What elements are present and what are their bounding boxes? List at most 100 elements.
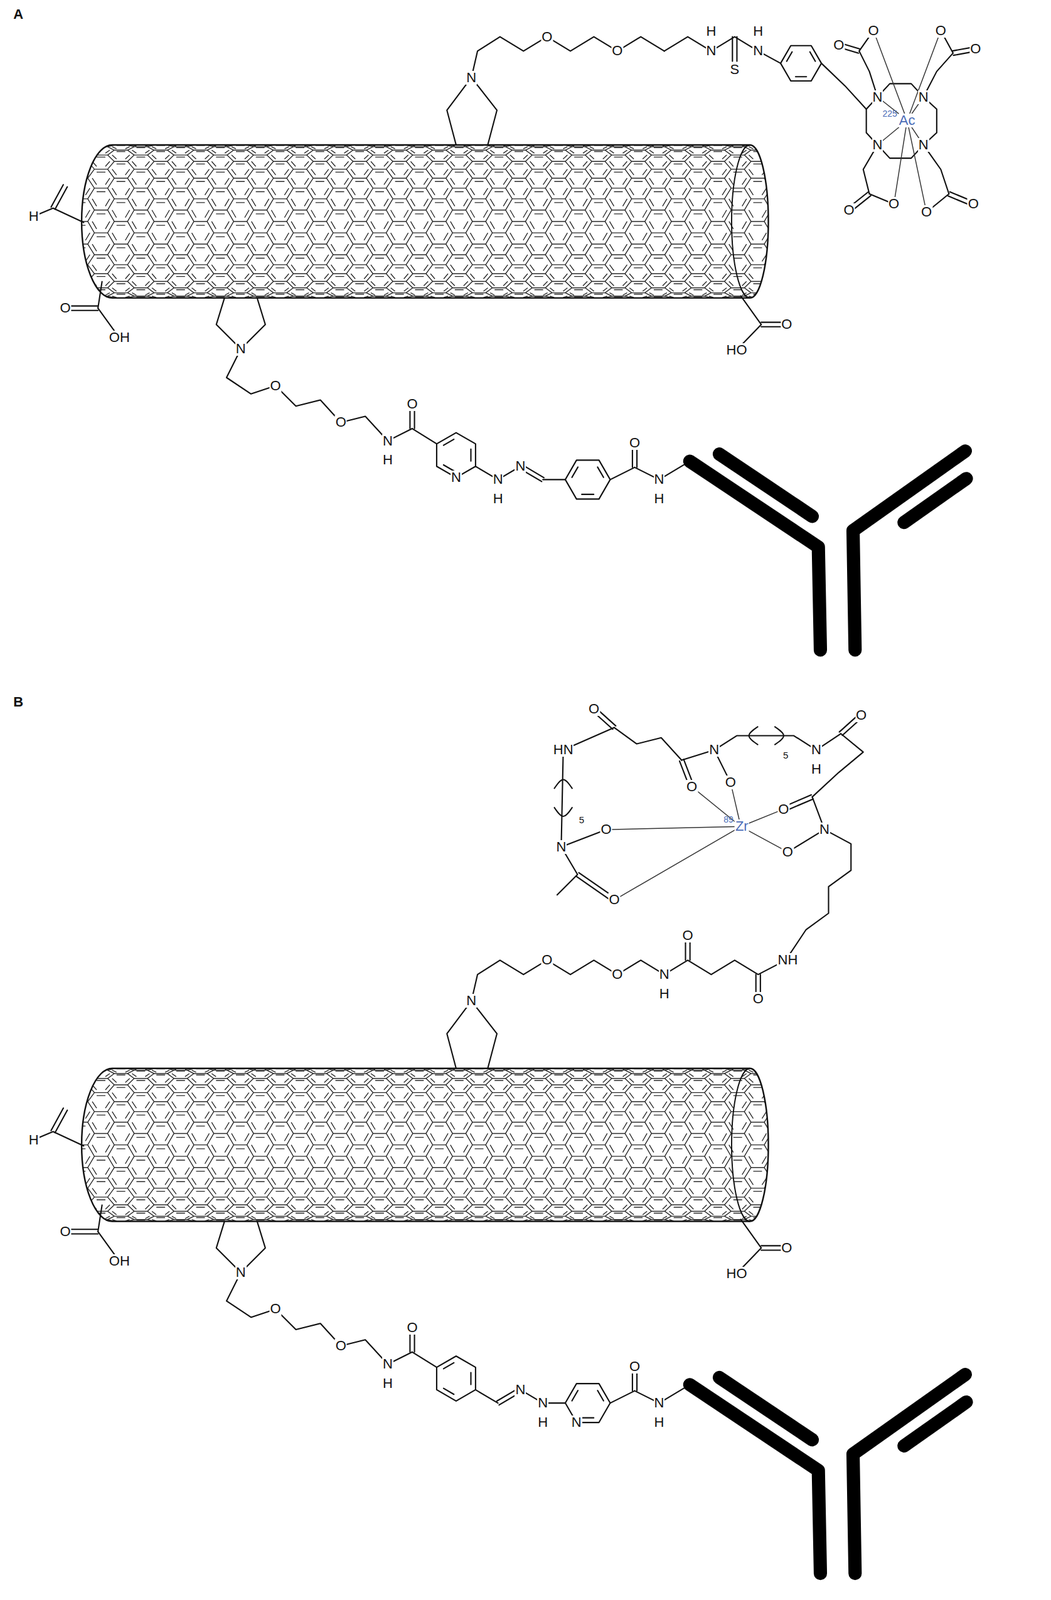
atom-label: OH bbox=[108, 330, 131, 345]
atom-label: O bbox=[587, 702, 600, 716]
bond-line bbox=[664, 960, 787, 975]
antibody-chain bbox=[689, 1384, 821, 1574]
coordination-bond bbox=[606, 826, 742, 830]
atom-label: N bbox=[653, 1396, 666, 1410]
atom-label: N bbox=[465, 70, 477, 85]
bond-line bbox=[795, 75, 807, 78]
atom-label: N bbox=[708, 742, 720, 757]
bond-line bbox=[216, 1221, 266, 1273]
bond-line bbox=[572, 466, 579, 477]
antibody-chain bbox=[904, 1401, 967, 1446]
bond-line bbox=[216, 298, 266, 349]
bond-line bbox=[226, 1272, 388, 1365]
metal-label: Ac bbox=[898, 113, 917, 128]
bond-line bbox=[741, 1219, 762, 1249]
atom-label: N bbox=[555, 840, 567, 854]
atom-label: O bbox=[59, 301, 72, 315]
atom-label: O bbox=[777, 802, 790, 817]
bond-line bbox=[565, 459, 611, 499]
atom-label: O bbox=[832, 38, 845, 53]
atom-label: O bbox=[682, 928, 694, 943]
bond-line bbox=[50, 1108, 64, 1131]
tube-outline bbox=[81, 144, 769, 299]
atom-label: H bbox=[28, 209, 40, 224]
bond-line bbox=[786, 52, 793, 62]
atom-label: O bbox=[269, 1301, 282, 1316]
bond-line bbox=[597, 466, 604, 477]
atom-label: N bbox=[917, 138, 930, 152]
repeat-count: 5 bbox=[782, 750, 789, 760]
bond-line bbox=[471, 960, 664, 1001]
bond-line bbox=[55, 1109, 68, 1133]
tube-rim bbox=[731, 144, 750, 299]
bond-line bbox=[97, 281, 103, 309]
bond-line bbox=[597, 1390, 604, 1401]
tube-rim bbox=[731, 1068, 750, 1222]
bond-layer bbox=[33, 30, 977, 1423]
atom-label: H bbox=[810, 762, 822, 777]
atom-label: H bbox=[28, 1133, 40, 1148]
atom-label: H bbox=[658, 986, 671, 1001]
atom-label: O bbox=[335, 1339, 347, 1353]
antibody-chain bbox=[853, 451, 966, 651]
isotope-mass: 89 bbox=[722, 815, 735, 824]
coordination-bond bbox=[907, 30, 942, 121]
bond-line bbox=[412, 428, 437, 444]
atom-label: O bbox=[780, 317, 793, 332]
atom-label: H bbox=[382, 1376, 394, 1391]
bond-line bbox=[471, 37, 664, 78]
tube-outline bbox=[81, 1068, 769, 1222]
atom-label: H bbox=[705, 24, 718, 39]
atom-label: N bbox=[752, 43, 764, 58]
atom-label: O bbox=[842, 203, 855, 218]
bond-line bbox=[664, 37, 781, 64]
bond-line bbox=[557, 847, 578, 895]
atom-label: N bbox=[465, 993, 477, 1008]
bond-line bbox=[436, 1355, 476, 1402]
bracket-layer bbox=[554, 726, 784, 817]
bond-line bbox=[863, 144, 878, 194]
atom-label: O bbox=[269, 378, 282, 393]
antibody-chain bbox=[904, 478, 967, 523]
atom-label: O bbox=[540, 953, 553, 967]
atom-label: N bbox=[810, 742, 822, 757]
atom-label: N bbox=[492, 472, 504, 487]
atom-label: N bbox=[705, 43, 718, 58]
atom-label: O bbox=[628, 1359, 641, 1374]
atom-label: N bbox=[570, 1415, 583, 1430]
atom-label: S bbox=[729, 62, 741, 77]
bond-line bbox=[97, 1205, 103, 1232]
atom-label: O bbox=[887, 197, 900, 211]
atom-label: O bbox=[724, 775, 737, 790]
antibody-chain bbox=[719, 1377, 812, 1440]
atom-label: N bbox=[235, 341, 247, 356]
repeat-bracket bbox=[749, 726, 759, 745]
atom-label: N bbox=[382, 434, 394, 449]
bond-line bbox=[443, 464, 454, 472]
atom-label: O bbox=[867, 23, 880, 38]
metal-label: Zr bbox=[734, 819, 750, 834]
bond-line bbox=[741, 296, 762, 326]
bond-line bbox=[609, 1391, 635, 1404]
atom-label: H bbox=[492, 491, 504, 506]
atom-label: N bbox=[917, 90, 930, 105]
atom-label: H bbox=[382, 453, 394, 467]
atom-label: HO bbox=[725, 343, 748, 358]
bond-line bbox=[55, 186, 68, 210]
bond-line bbox=[446, 77, 497, 145]
bond-line bbox=[469, 449, 472, 462]
atom-label: O bbox=[611, 43, 624, 58]
atom-label: O bbox=[608, 892, 620, 907]
atom-label: N bbox=[450, 470, 462, 485]
bond-line bbox=[469, 1372, 472, 1385]
atom-label: NH bbox=[777, 953, 799, 967]
bond-line bbox=[810, 52, 816, 62]
atom-label: O bbox=[969, 42, 982, 56]
bond-line bbox=[923, 144, 950, 194]
bond-line bbox=[50, 184, 64, 208]
atom-label: O bbox=[405, 397, 418, 411]
bond-line bbox=[714, 736, 817, 751]
atom-label: O bbox=[780, 1241, 793, 1255]
